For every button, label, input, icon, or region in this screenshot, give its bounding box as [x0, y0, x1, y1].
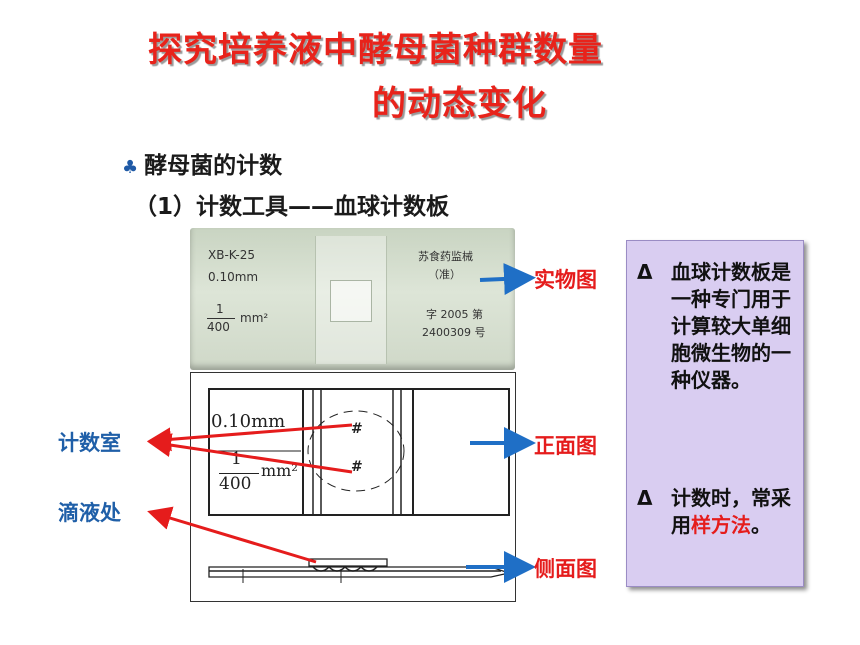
bullet-counting-tool: （1）计数工具——血球计数板: [134, 194, 450, 220]
info-item-2-text: 计数时，常采用样方法。: [671, 485, 791, 539]
info-item-2-highlight: 样方法: [691, 513, 751, 537]
info-item-1: Δ 血球计数板是一种专门用于计算较大单细胞微生物的一种仪器。: [637, 259, 797, 479]
bullet-yeast-count: ♣酵母菌的计数: [122, 146, 282, 180]
diagram-mark-upper: #: [351, 421, 363, 437]
photo-reg2: 2400309 号: [422, 326, 486, 339]
label-side-view: 侧面图: [534, 557, 597, 581]
club-icon: ♣: [122, 157, 139, 178]
photo-frac-num: 1: [216, 302, 224, 316]
diagram-frac-num: 1: [231, 449, 242, 469]
photo-maker-sub: （准）: [428, 268, 461, 281]
slide-title-line2: 的动态变化: [372, 84, 547, 124]
bullet-yeast-count-text: 酵母菌的计数: [144, 153, 283, 179]
photo-maker: 苏食药监械: [418, 250, 473, 263]
info-box: Δ 血球计数板是一种专门用于计算较大单细胞微生物的一种仪器。 Δ 计数时，常采用…: [626, 240, 804, 587]
label-real-view: 实物图: [534, 268, 597, 292]
photo-area-unit: mm²: [240, 311, 269, 325]
label-drop-site: 滴液处: [58, 501, 121, 525]
arrow-real: [479, 263, 536, 295]
info-item-2: Δ 计数时，常采用样方法。: [637, 485, 797, 580]
label-front-view: 正面图: [534, 434, 597, 458]
delta-icon: Δ: [637, 260, 653, 284]
hemocytometer-diagram: 0.10mm 1 400 mm² # #: [190, 372, 516, 602]
arrow-drop: [147, 506, 317, 564]
label-counting-chamber: 计数室: [58, 431, 121, 455]
hemocytometer-photo: XB-K-25 0.10mm 1 400 mm² 苏食药监械 （准） 字 200…: [190, 228, 515, 370]
photo-frac-line: [207, 318, 235, 319]
info-item-2-post: 。: [751, 513, 771, 537]
diagram-frac-den: 400: [219, 474, 252, 494]
info-item-2-pre: 计数时，常采用: [671, 486, 791, 537]
diagram-depth: 0.10mm: [211, 411, 286, 432]
diagram-frac-line: [219, 473, 259, 474]
photo-frac-den: 400: [207, 320, 230, 334]
delta-icon: Δ: [637, 486, 653, 510]
diagram-unit: mm²: [261, 461, 298, 480]
info-item-1-text: 血球计数板是一种专门用于计算较大单细胞微生物的一种仪器。: [671, 260, 791, 392]
photo-chamber: [330, 280, 372, 322]
slide-title-line1: 探究培养液中酵母菌种群数量: [148, 30, 603, 70]
photo-reg1: 字 2005 第: [426, 308, 483, 321]
arrow-chamber-upper: [147, 423, 353, 452]
photo-depth: 0.10mm: [208, 270, 259, 284]
arrow-chamber-lower: [147, 433, 353, 474]
diagram-mark-lower: #: [351, 459, 363, 475]
photo-model: XB-K-25: [208, 248, 255, 262]
